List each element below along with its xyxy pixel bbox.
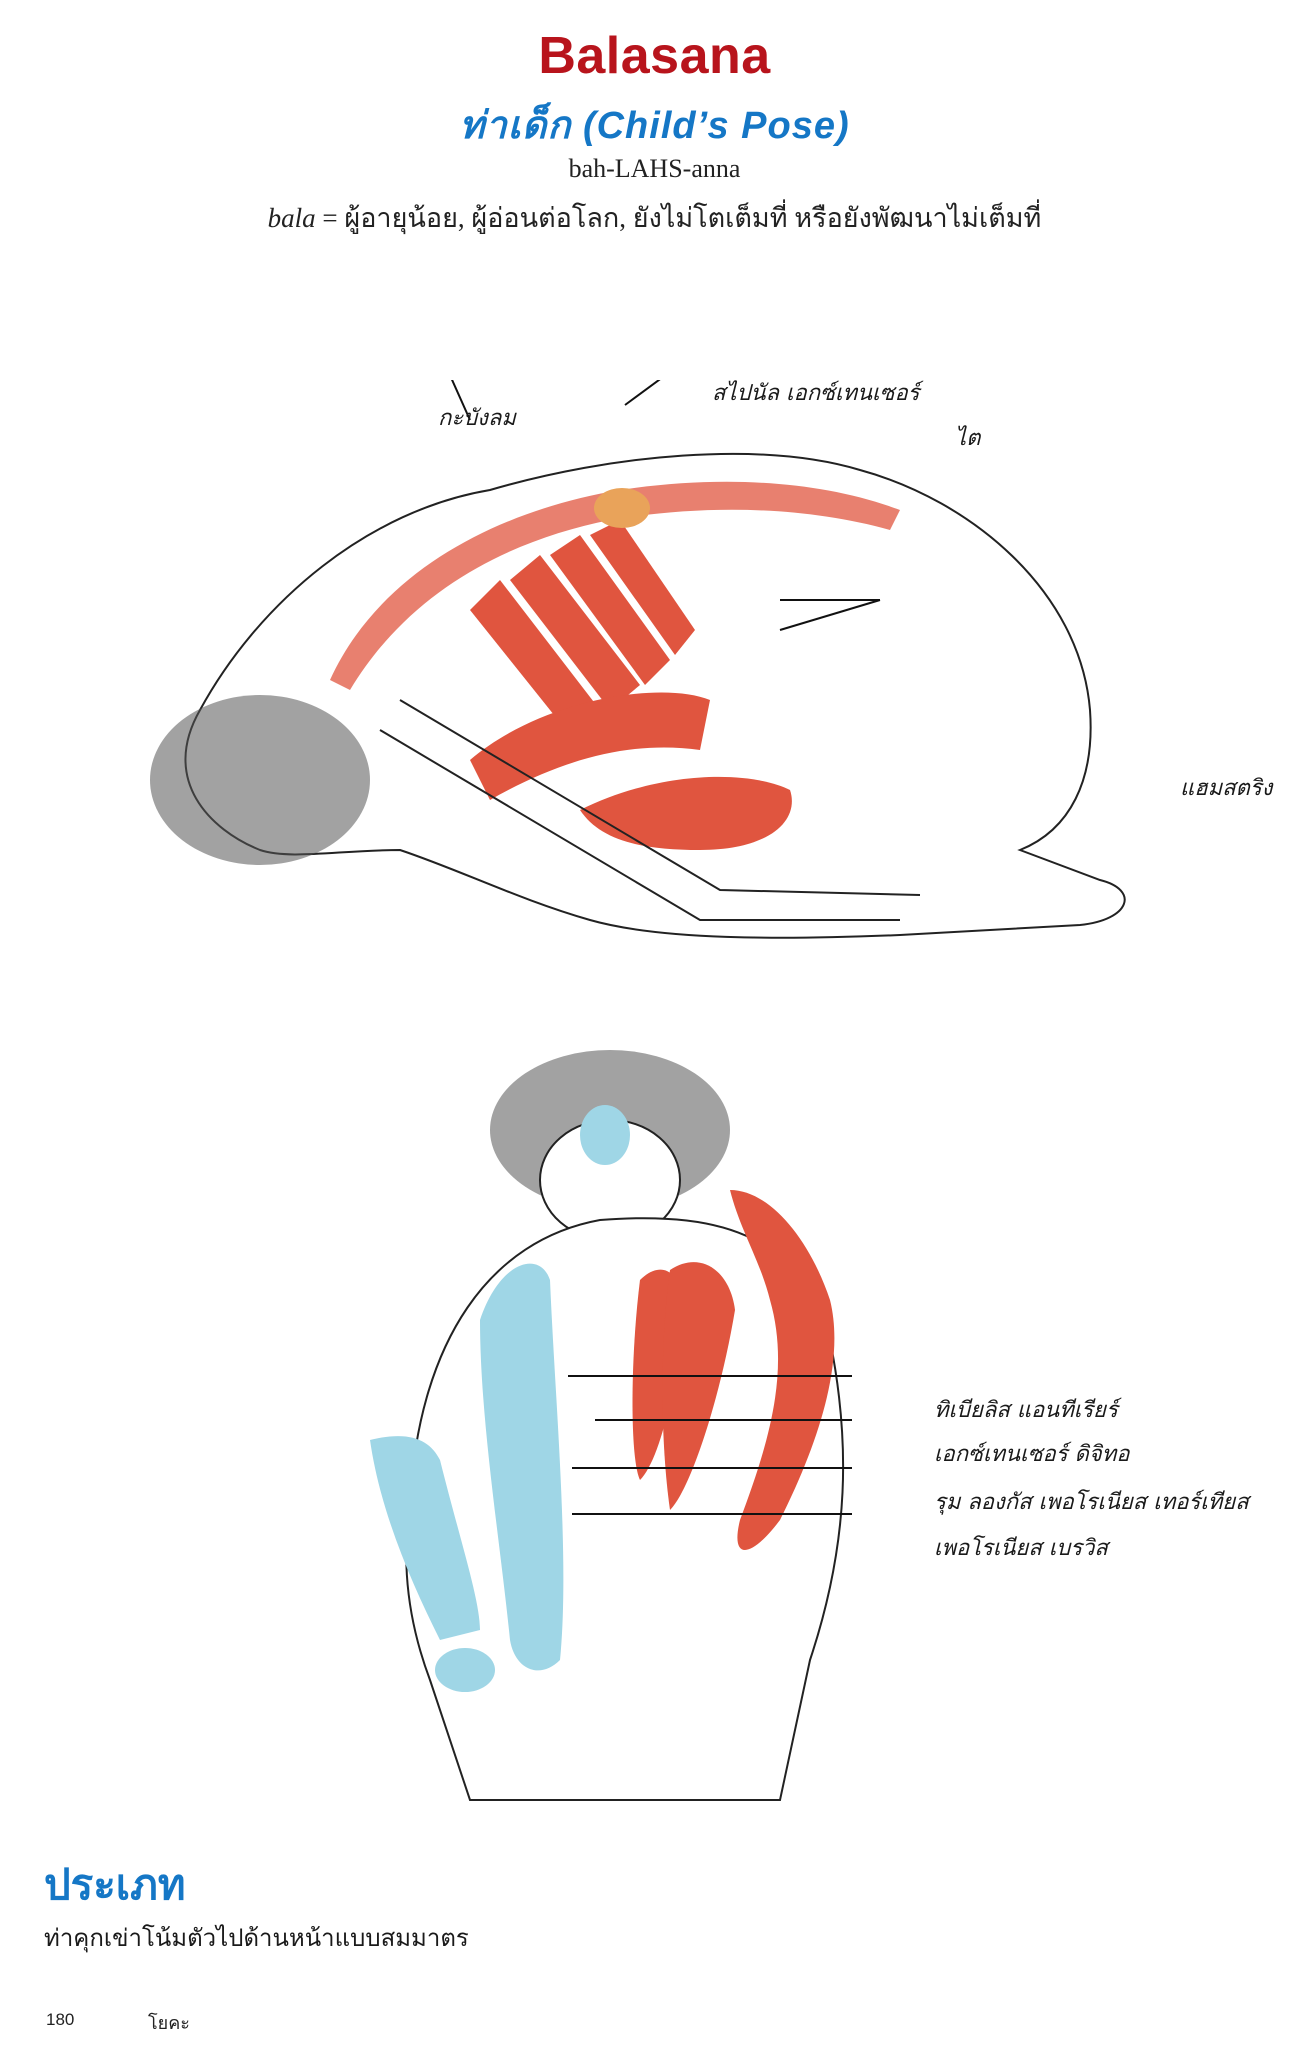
label-kidney: ไต	[955, 426, 981, 451]
side-view-illustration	[150, 380, 1126, 939]
pose-title: Balasana	[538, 27, 771, 85]
page-number: 180	[46, 2010, 75, 2029]
meaning-term: bala	[267, 203, 316, 233]
label-extensor-digitorum: เอกซ์เทนเซอร์ ดิจิทอ	[934, 1442, 1130, 1467]
label-diaphragm: กะบังลม	[438, 406, 516, 431]
label-spinal-extensors: สไปนัล เอกซ์เทนเซอร์	[712, 381, 920, 406]
pronunciation: bah-LAHS-anna	[568, 154, 741, 183]
sanskrit-meaning: bala = ผู้อายุน้อย, ผู้อ่อนต่อโลก, ยังไม…	[0, 196, 1309, 239]
pose-subtitle: ท่าเด็ก (Child’s Pose)	[459, 105, 850, 147]
running-footer-title: โยคะ	[148, 2013, 190, 2034]
section-heading-type: ประเภท	[44, 1861, 186, 1908]
label-hamstrings: แฮมสตริง	[1180, 776, 1273, 801]
front-view-illustration	[370, 1050, 852, 1801]
label-tibialis-anterior: ทิเบียลิส แอนทีเรียร์	[934, 1398, 1118, 1423]
section-body-type: ท่าคุกเข่าโน้มตัวไปด้านหน้าแบบสมมาตร	[44, 1924, 469, 1952]
label-peroneus-longus-tertius: รุม ลองกัส เพอโรเนียส เทอร์เทียส	[934, 1490, 1249, 1515]
label-peroneus-brevis: เพอโรเนียส เบรวิส	[934, 1536, 1108, 1561]
meaning-text: = ผู้อายุน้อย, ผู้อ่อนต่อโลก, ยังไม่โตเต…	[315, 203, 1042, 233]
